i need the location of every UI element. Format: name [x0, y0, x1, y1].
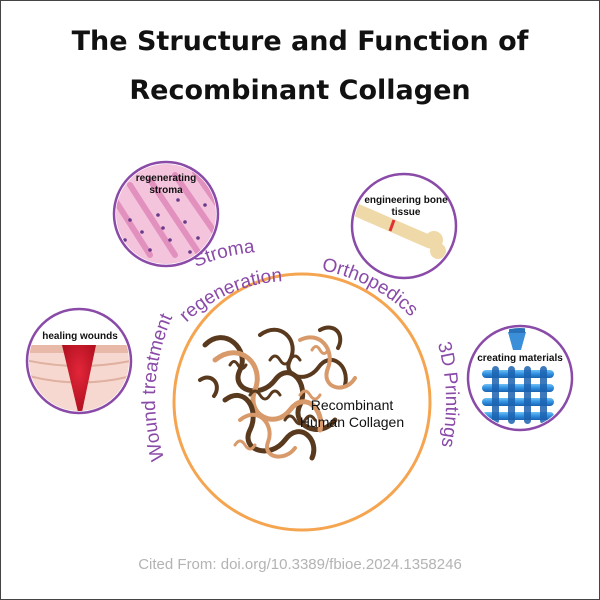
title-line-1: The Structure and Function of	[71, 26, 529, 57]
bubble-bone-label-line-2: tissue	[392, 207, 421, 218]
bubble-creating-materials: creating materials	[466, 324, 574, 432]
bubble-bone-label-line-1: engineering bone	[364, 195, 448, 206]
title-line-2: Recombinant Collagen	[129, 75, 471, 106]
center-label-line-1: Recombinant	[311, 397, 394, 413]
bone-icon	[354, 198, 446, 259]
bubble-stroma-label-line-1: regenerating	[136, 173, 197, 184]
arc-label-wound-treatment: Wound treatment	[139, 310, 177, 463]
bubble-engineering-bone: engineering bone tissue	[350, 172, 458, 280]
histology-image	[116, 164, 216, 264]
center-label-line-2: Human Collagen	[300, 414, 404, 430]
bubble-stroma-label-line-2: stroma	[149, 185, 183, 196]
bubble-wound-label: healing wounds	[42, 331, 118, 342]
bubble-healing-wounds: healing wounds	[25, 307, 133, 415]
arc-label-3d-printings: 3D Printings	[433, 340, 462, 450]
bubble-regenerating-stroma: regenerating stroma	[112, 160, 220, 268]
wound-icon	[29, 345, 129, 411]
protein-structure-illustration	[198, 325, 357, 461]
citation: Cited From: doi.org/10.3389/fbioe.2024.1…	[138, 556, 462, 573]
printed-scaffold-icon	[482, 328, 554, 424]
bubble-materials-label: creating materials	[477, 353, 563, 364]
